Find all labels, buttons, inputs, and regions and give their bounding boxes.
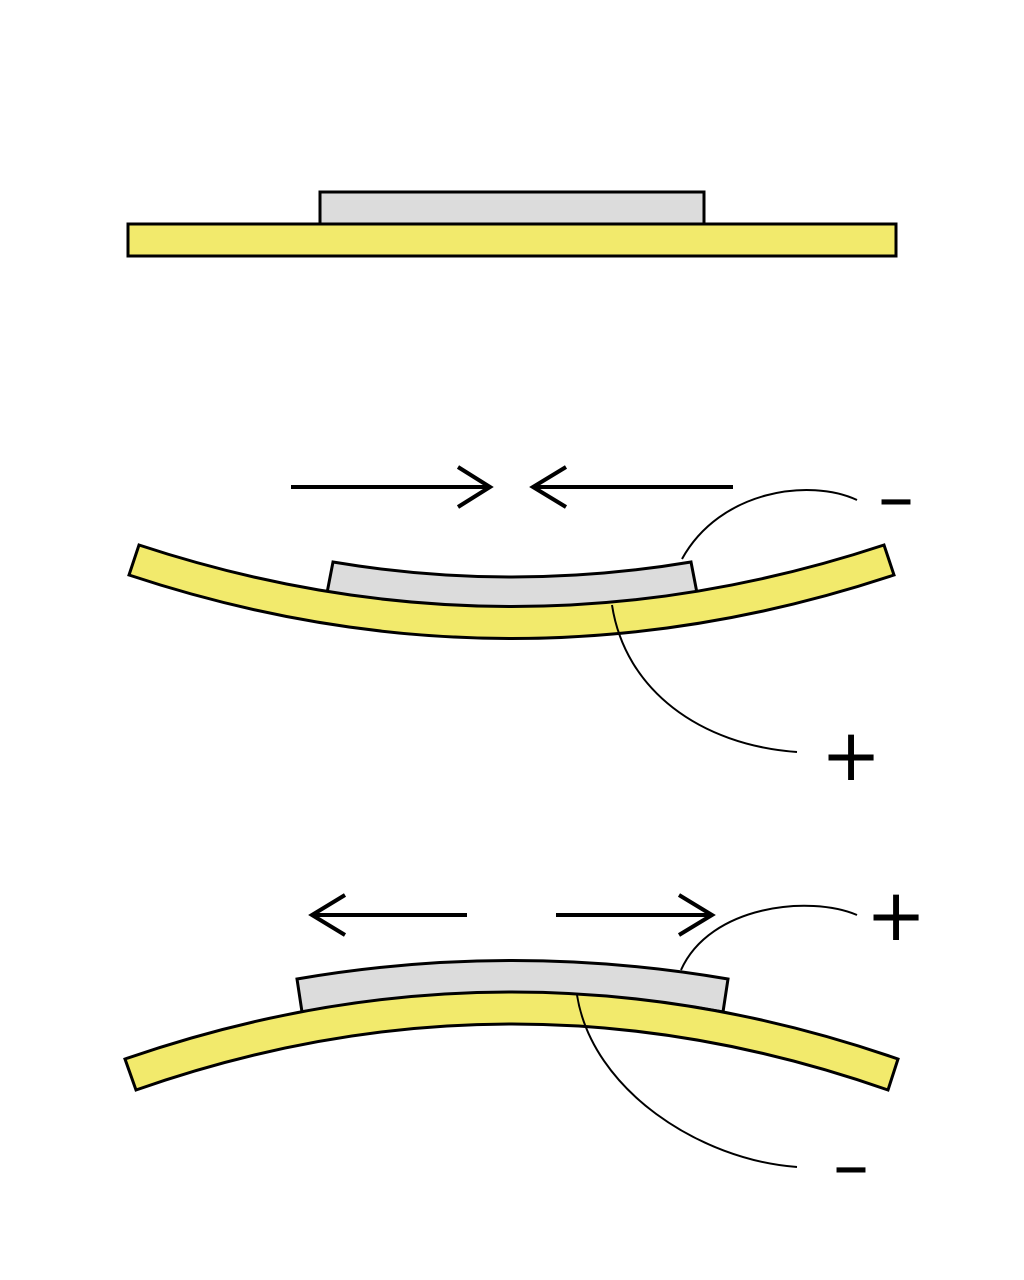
top-terminal-sign: + [866,873,926,957]
panel-flat [126,190,898,258]
substrate-layer [123,990,900,1092]
right-pointing-arrow-head [677,893,716,937]
bottom-wire [576,994,798,1168]
top-wire [680,904,858,971]
substrate-layer [126,222,898,258]
bottom-terminal-sign: + [821,713,881,797]
right-pointing-arrow-head [456,465,494,509]
panel-bent-down: – + [127,455,914,797]
piezo-layer [318,190,706,227]
bottom-terminal-sign: – [833,1123,869,1207]
left-pointing-arrow-head [529,465,568,509]
outward-arrows [308,893,716,937]
panel-bent-up: + – [123,873,926,1207]
substrate-layer [127,543,896,640]
top-terminal-sign: – [878,455,914,539]
top-wire [681,489,858,560]
inward-arrows [291,465,733,509]
left-pointing-arrow-head [308,893,347,937]
bottom-wire [611,604,798,753]
